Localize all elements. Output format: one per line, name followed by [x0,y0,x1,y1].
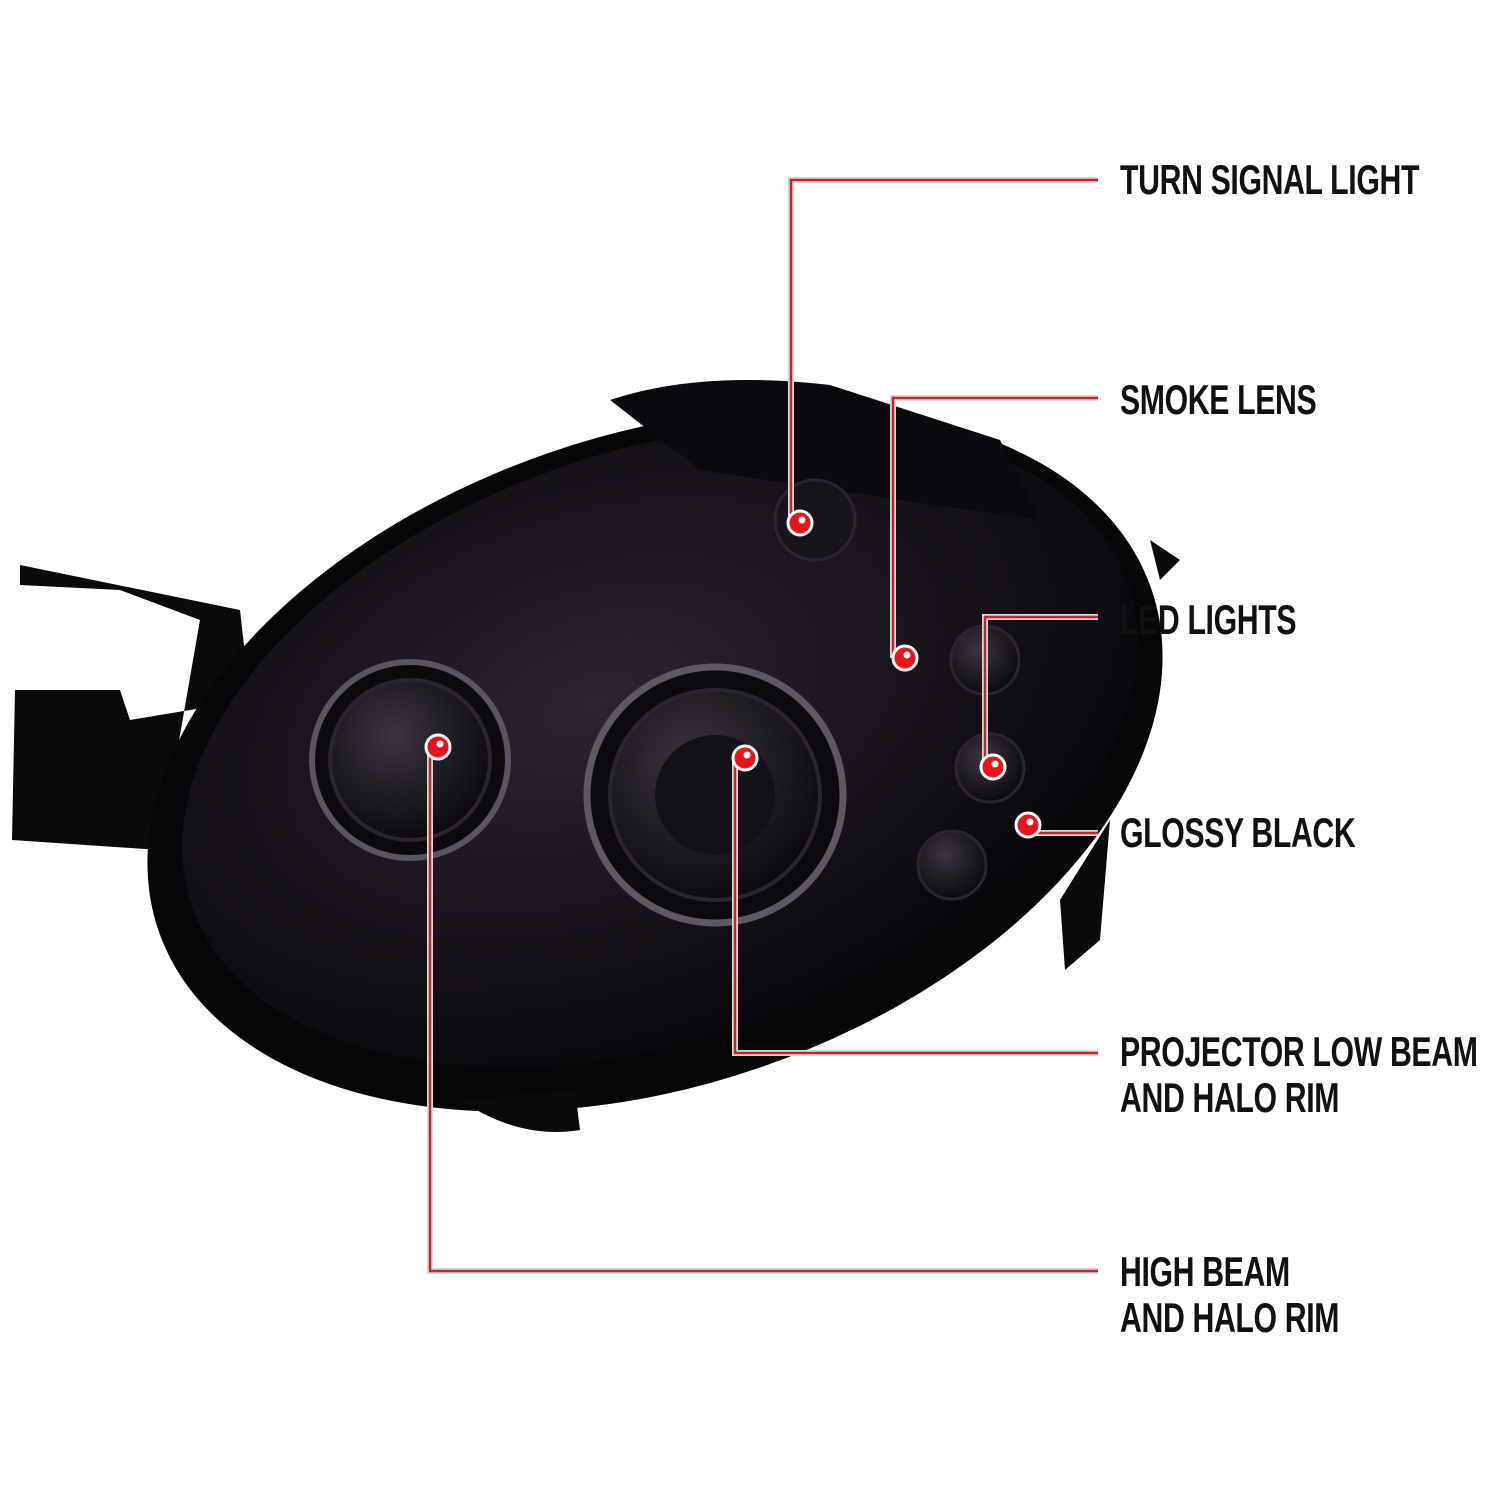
leader-line-led-lights [983,615,1098,767]
marker-highlight-smoke-lens [903,651,911,659]
leader-line-smoke-lens [891,396,1098,658]
high-beam-halo [309,659,511,861]
leader-line-high-beam [428,747,1098,1273]
projector-halo [583,663,847,927]
marker-dot-turn-signal-light [786,509,814,537]
turn-signal [773,478,857,562]
marker-dot-smoke-lens [891,644,919,672]
label-smoke-lens: SMOKE LENS [1120,376,1317,423]
marker-dot-projector-low-beam [731,744,759,772]
mounting-bracket [12,565,250,850]
leader-line-turn-signal-light [789,178,1098,523]
label-projector-low-beam: PROJECTOR LOW BEAM [1120,1028,1478,1075]
leader-lines [424,177,1098,1274]
marker-highlight-projector-low-beam [743,751,751,759]
marker-dot-glossy-black [1014,811,1042,839]
leader-line-projector-low-beam [733,758,1098,1055]
marker-highlight-turn-signal-light [798,516,806,524]
marker-highlight-led-lights [991,760,999,768]
marker-dot-led-lights [979,753,1007,781]
label-high-beam: HIGH BEAM [1120,1248,1290,1295]
label-turn-signal-light: TURN SIGNAL LIGHT [1120,156,1420,203]
marker-dot-high-beam [424,733,452,761]
marker-highlight-high-beam [436,740,444,748]
label-led-lights: LED LIGHTS [1120,596,1297,643]
label-projector-halo-rim: AND HALO RIM [1120,1074,1340,1121]
label-glossy-black: GLOSSY BLACK [1120,809,1356,856]
label-high-beam-halo-rim: AND HALO RIM [1120,1294,1340,1341]
marker-highlight-glossy-black [1026,818,1034,826]
